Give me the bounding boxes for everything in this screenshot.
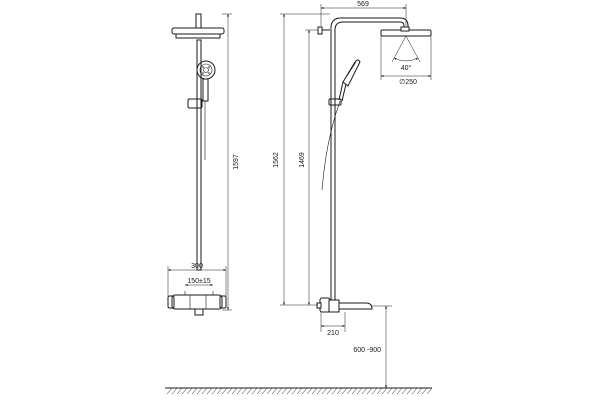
floor-hatch-line (396, 387, 403, 395)
side-hand-shower (328, 59, 361, 106)
floor-hatch-line (271, 387, 278, 395)
spout-reach-label: 210 (327, 330, 339, 337)
floor-hatch-line (191, 387, 198, 395)
front-hand-shower (196, 60, 216, 102)
floor-hatch-line (336, 387, 343, 395)
install-height-label: 600 -900 (353, 347, 381, 354)
floor-hatch-line (256, 387, 263, 395)
floor-hatch-line (421, 387, 428, 395)
floor-hatch-line (356, 387, 363, 395)
floor-hatch-line (301, 387, 308, 395)
floor-hatch-line (401, 387, 408, 395)
dimension-install-height: 600 -900 (353, 305, 392, 388)
floor-hatch-line (346, 387, 353, 395)
dimension-shower-height: 1562 (273, 13, 330, 306)
floor-hatch-line (306, 387, 313, 395)
side-rain-shower-head (380, 26, 432, 80)
floor-hatch-line (341, 387, 348, 395)
side-mixer-and-spout (316, 297, 373, 322)
floor-hatch-line (286, 387, 293, 395)
side-hose (321, 100, 341, 191)
head-angle-label: 40° (401, 64, 412, 72)
floor-hatch-line (316, 387, 323, 395)
floor-hatch-line (381, 387, 388, 395)
floor-hatch-line (261, 387, 268, 395)
dimension-mixer-width: 300 (167, 263, 227, 296)
spray-angle: 40° (391, 35, 421, 72)
floor-hatch-line (376, 387, 383, 395)
front-thermostatic-mixer (167, 291, 227, 316)
front-rain-shower-head (171, 13, 225, 39)
floor-hatch-line (181, 387, 188, 395)
front-view: 1597 300 150±15 (167, 13, 240, 316)
floor-hatch-line (406, 387, 413, 395)
dimension-slide-rail: 1469 (299, 29, 318, 305)
floor-hatch-line (366, 387, 373, 395)
floor-hatch-line (291, 387, 298, 395)
floor-hatch-line (196, 387, 203, 395)
floor-hatch-line (216, 387, 223, 395)
arm-reach-label: 569 (357, 1, 369, 8)
floor-hatch-line (211, 387, 218, 395)
mixer-width-label: 300 (191, 263, 203, 270)
floor-line (165, 387, 433, 395)
floor-hatch-line (241, 387, 248, 395)
side-view: 40° ∅250 569 (273, 1, 432, 388)
floor-hatch-line (391, 387, 398, 395)
floor-hatch-line (231, 387, 238, 395)
floor-hatch-line (206, 387, 213, 395)
floor-hatch-line (331, 387, 338, 395)
floor-hatch-line (176, 387, 183, 395)
front-riser-pipe (196, 39, 202, 271)
head-diameter-label: ∅250 (399, 79, 417, 86)
floor-hatch-line (411, 387, 418, 395)
floor-hatch-line (361, 387, 368, 395)
floor-hatch-line (281, 387, 288, 395)
floor-hatch-line (251, 387, 258, 395)
slide-rail-label: 1469 (299, 152, 306, 168)
connection-spacing-label: 150±15 (187, 278, 210, 285)
floor-hatch-line (426, 387, 433, 395)
floor-hatch-line (276, 387, 283, 395)
floor-hatch-line (326, 387, 333, 395)
dimension-connection-spacing: 150±15 (185, 278, 213, 286)
floor-hatch-line (321, 387, 328, 395)
side-riser-and-arm (330, 17, 409, 300)
floor-hatch-line (386, 387, 393, 395)
floor-hatch-line (246, 387, 253, 395)
floor-hatch-line (296, 387, 303, 395)
floor-hatch-line (171, 387, 178, 395)
floor-hatch-line (266, 387, 273, 395)
floor-hatch-line (236, 387, 243, 395)
front-slide-holder (187, 98, 203, 109)
dimension-overall-height: 1597 (222, 13, 240, 311)
floor-hatch-line (226, 387, 233, 395)
shower-height-label: 1562 (273, 152, 280, 168)
dimension-spout-reach: 210 (320, 312, 346, 337)
floor-hatch-line (221, 387, 228, 395)
overall-height-label: 1597 (233, 154, 240, 170)
dimension-arm-reach: 569 (320, 1, 407, 26)
floor-hatch-line (351, 387, 358, 395)
floor-hatch-line (166, 387, 173, 395)
floor-hatch-line (186, 387, 193, 395)
floor-hatch-line (371, 387, 378, 395)
floor-hatch-line (201, 387, 208, 395)
floor-hatch-line (416, 387, 423, 395)
dimension-head-diameter: ∅250 (381, 75, 431, 86)
floor-hatch-line (311, 387, 318, 395)
